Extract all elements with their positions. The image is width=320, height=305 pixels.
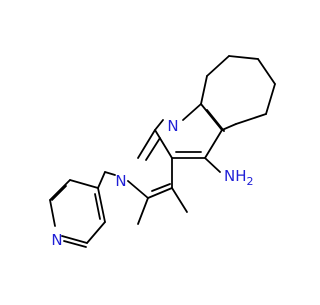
bond bbox=[86, 221, 106, 244]
bond bbox=[265, 83, 276, 115]
bond bbox=[147, 187, 173, 199]
bond bbox=[51, 185, 67, 201]
chemical-structure: N N N NH2 bbox=[49, 55, 276, 249]
cycloheptane-ring bbox=[200, 55, 276, 131]
bond bbox=[228, 55, 259, 60]
bond bbox=[235, 113, 267, 125]
bond bbox=[257, 58, 276, 85]
bond bbox=[145, 137, 161, 161]
central-pyridine-ring bbox=[154, 103, 225, 159]
bond bbox=[61, 235, 88, 244]
bond bbox=[200, 75, 208, 105]
bond bbox=[154, 129, 173, 159]
bond bbox=[154, 119, 164, 131]
bond bbox=[221, 123, 237, 131]
amine-label: NH2 bbox=[224, 167, 254, 188]
bond bbox=[94, 193, 101, 220]
bond bbox=[97, 187, 106, 223]
amine-nh-text: NH bbox=[224, 167, 247, 185]
bond bbox=[151, 183, 171, 192]
pyridine-n-label: N bbox=[51, 231, 62, 249]
methyl-2 bbox=[137, 197, 149, 225]
bond bbox=[49, 199, 56, 227]
bond bbox=[49, 179, 71, 201]
methylene-bond bbox=[104, 171, 116, 176]
pyrrole-ring bbox=[127, 129, 173, 199]
bond bbox=[127, 180, 149, 199]
bond bbox=[204, 129, 223, 159]
structure-canvas: N N N NH2 bbox=[49, 55, 276, 249]
amine-h-subscript: 2 bbox=[247, 175, 254, 188]
amine-bond bbox=[204, 157, 221, 173]
bond bbox=[69, 179, 99, 189]
bond bbox=[63, 240, 87, 248]
methylene-bond bbox=[97, 171, 106, 189]
bond bbox=[206, 109, 225, 132]
pyrrole-n-label: N bbox=[115, 172, 126, 190]
bond bbox=[206, 55, 230, 77]
bond bbox=[200, 103, 223, 131]
bond bbox=[137, 129, 156, 159]
pyridyl-ring bbox=[49, 179, 106, 248]
methyl-3 bbox=[171, 187, 188, 213]
bond bbox=[182, 103, 202, 121]
ring-fusion-n-label: N bbox=[167, 117, 178, 135]
